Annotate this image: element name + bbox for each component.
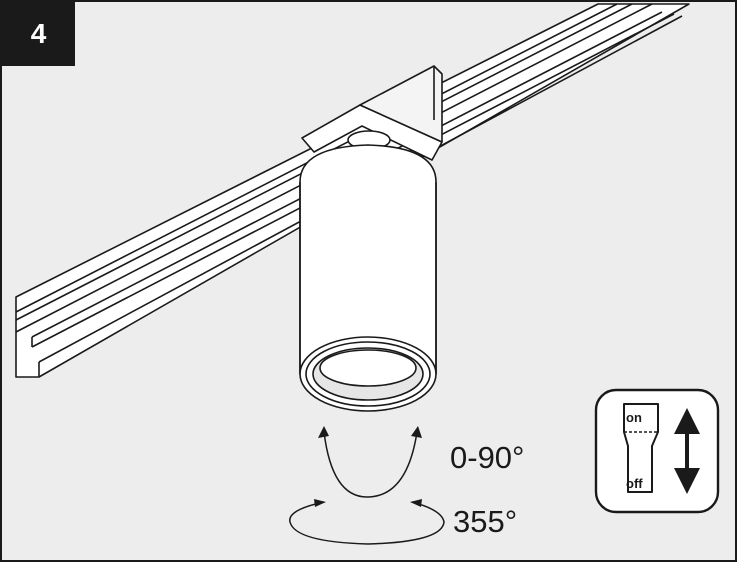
tilt-arc-arrow [323,431,418,498]
switch-on-label: on [626,410,642,425]
spotlight-lens-inner [319,349,417,387]
switch-arrow-down-icon [674,468,700,494]
switch-toggle-body [623,403,659,493]
switch-toggle-dashed [627,446,653,472]
switch-off-label: off [626,476,643,491]
rotation-angle-label: 355° [453,504,518,539]
rotation-arrowhead-right-icon [410,499,422,507]
rotation-arrowhead-left-icon [314,499,326,507]
track-adapter-top [359,65,443,143]
tilt-angle-label: 0-90° [450,440,525,475]
rotation-arrow [289,501,445,545]
switch-arrow-up-icon [674,408,700,434]
tilt-arrowhead-right-icon [411,426,422,438]
spotlight-body [299,144,437,375]
tilt-arrowhead-left-icon [318,426,329,438]
on-off-switch-icon [594,388,720,514]
step-number-badge: 4 [2,2,75,66]
